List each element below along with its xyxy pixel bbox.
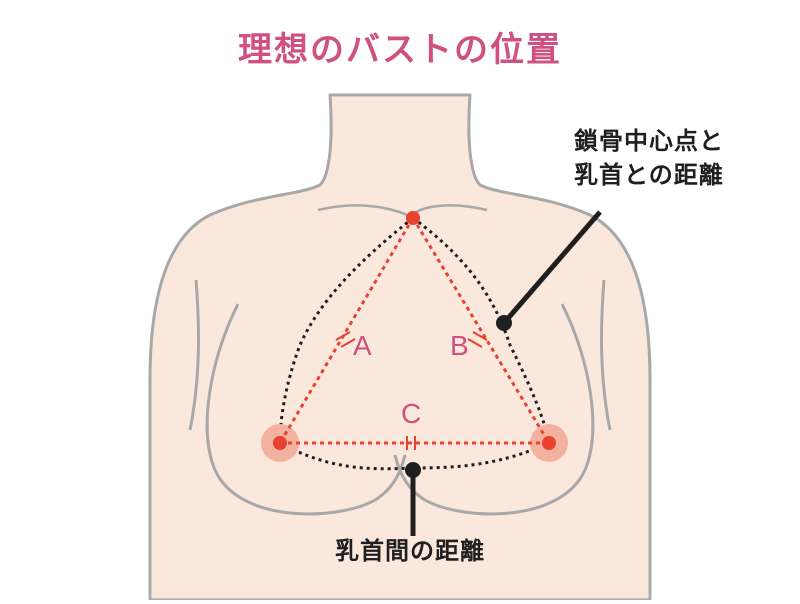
label-a: A <box>353 330 372 361</box>
page-title: 理想のバストの位置 <box>238 30 562 70</box>
left-arm-line <box>188 279 200 431</box>
label-c: C <box>401 398 422 429</box>
label-b: B <box>450 330 469 361</box>
left-nipple-dot <box>273 436 287 450</box>
clavicle-center-dot <box>406 211 420 225</box>
callout-dot-bottom <box>405 462 421 478</box>
tick-mark-c <box>406 436 416 450</box>
right-nipple-dot <box>542 436 556 450</box>
right-arm-line <box>600 279 612 431</box>
red-line-a <box>278 217 415 444</box>
black-dotted-right <box>412 216 551 444</box>
callout-pointer-top <box>502 210 602 325</box>
red-line-b <box>411 217 551 444</box>
callout-clavicle-line2: 乳首との距離 <box>574 161 724 189</box>
tick-mark-a <box>335 331 356 348</box>
black-dotted-bottom <box>279 441 550 471</box>
callout-clavicle-nipple: 鎖骨中心点と 乳首との距離 <box>574 124 784 192</box>
left-breast-outline <box>205 303 407 516</box>
tick-mark-b <box>467 331 488 348</box>
callout-nipple-distance: 乳首間の距離 <box>335 537 485 565</box>
callout-clavicle-line1: 鎖骨中心点と <box>574 127 724 155</box>
callout-dot-top <box>496 315 512 331</box>
